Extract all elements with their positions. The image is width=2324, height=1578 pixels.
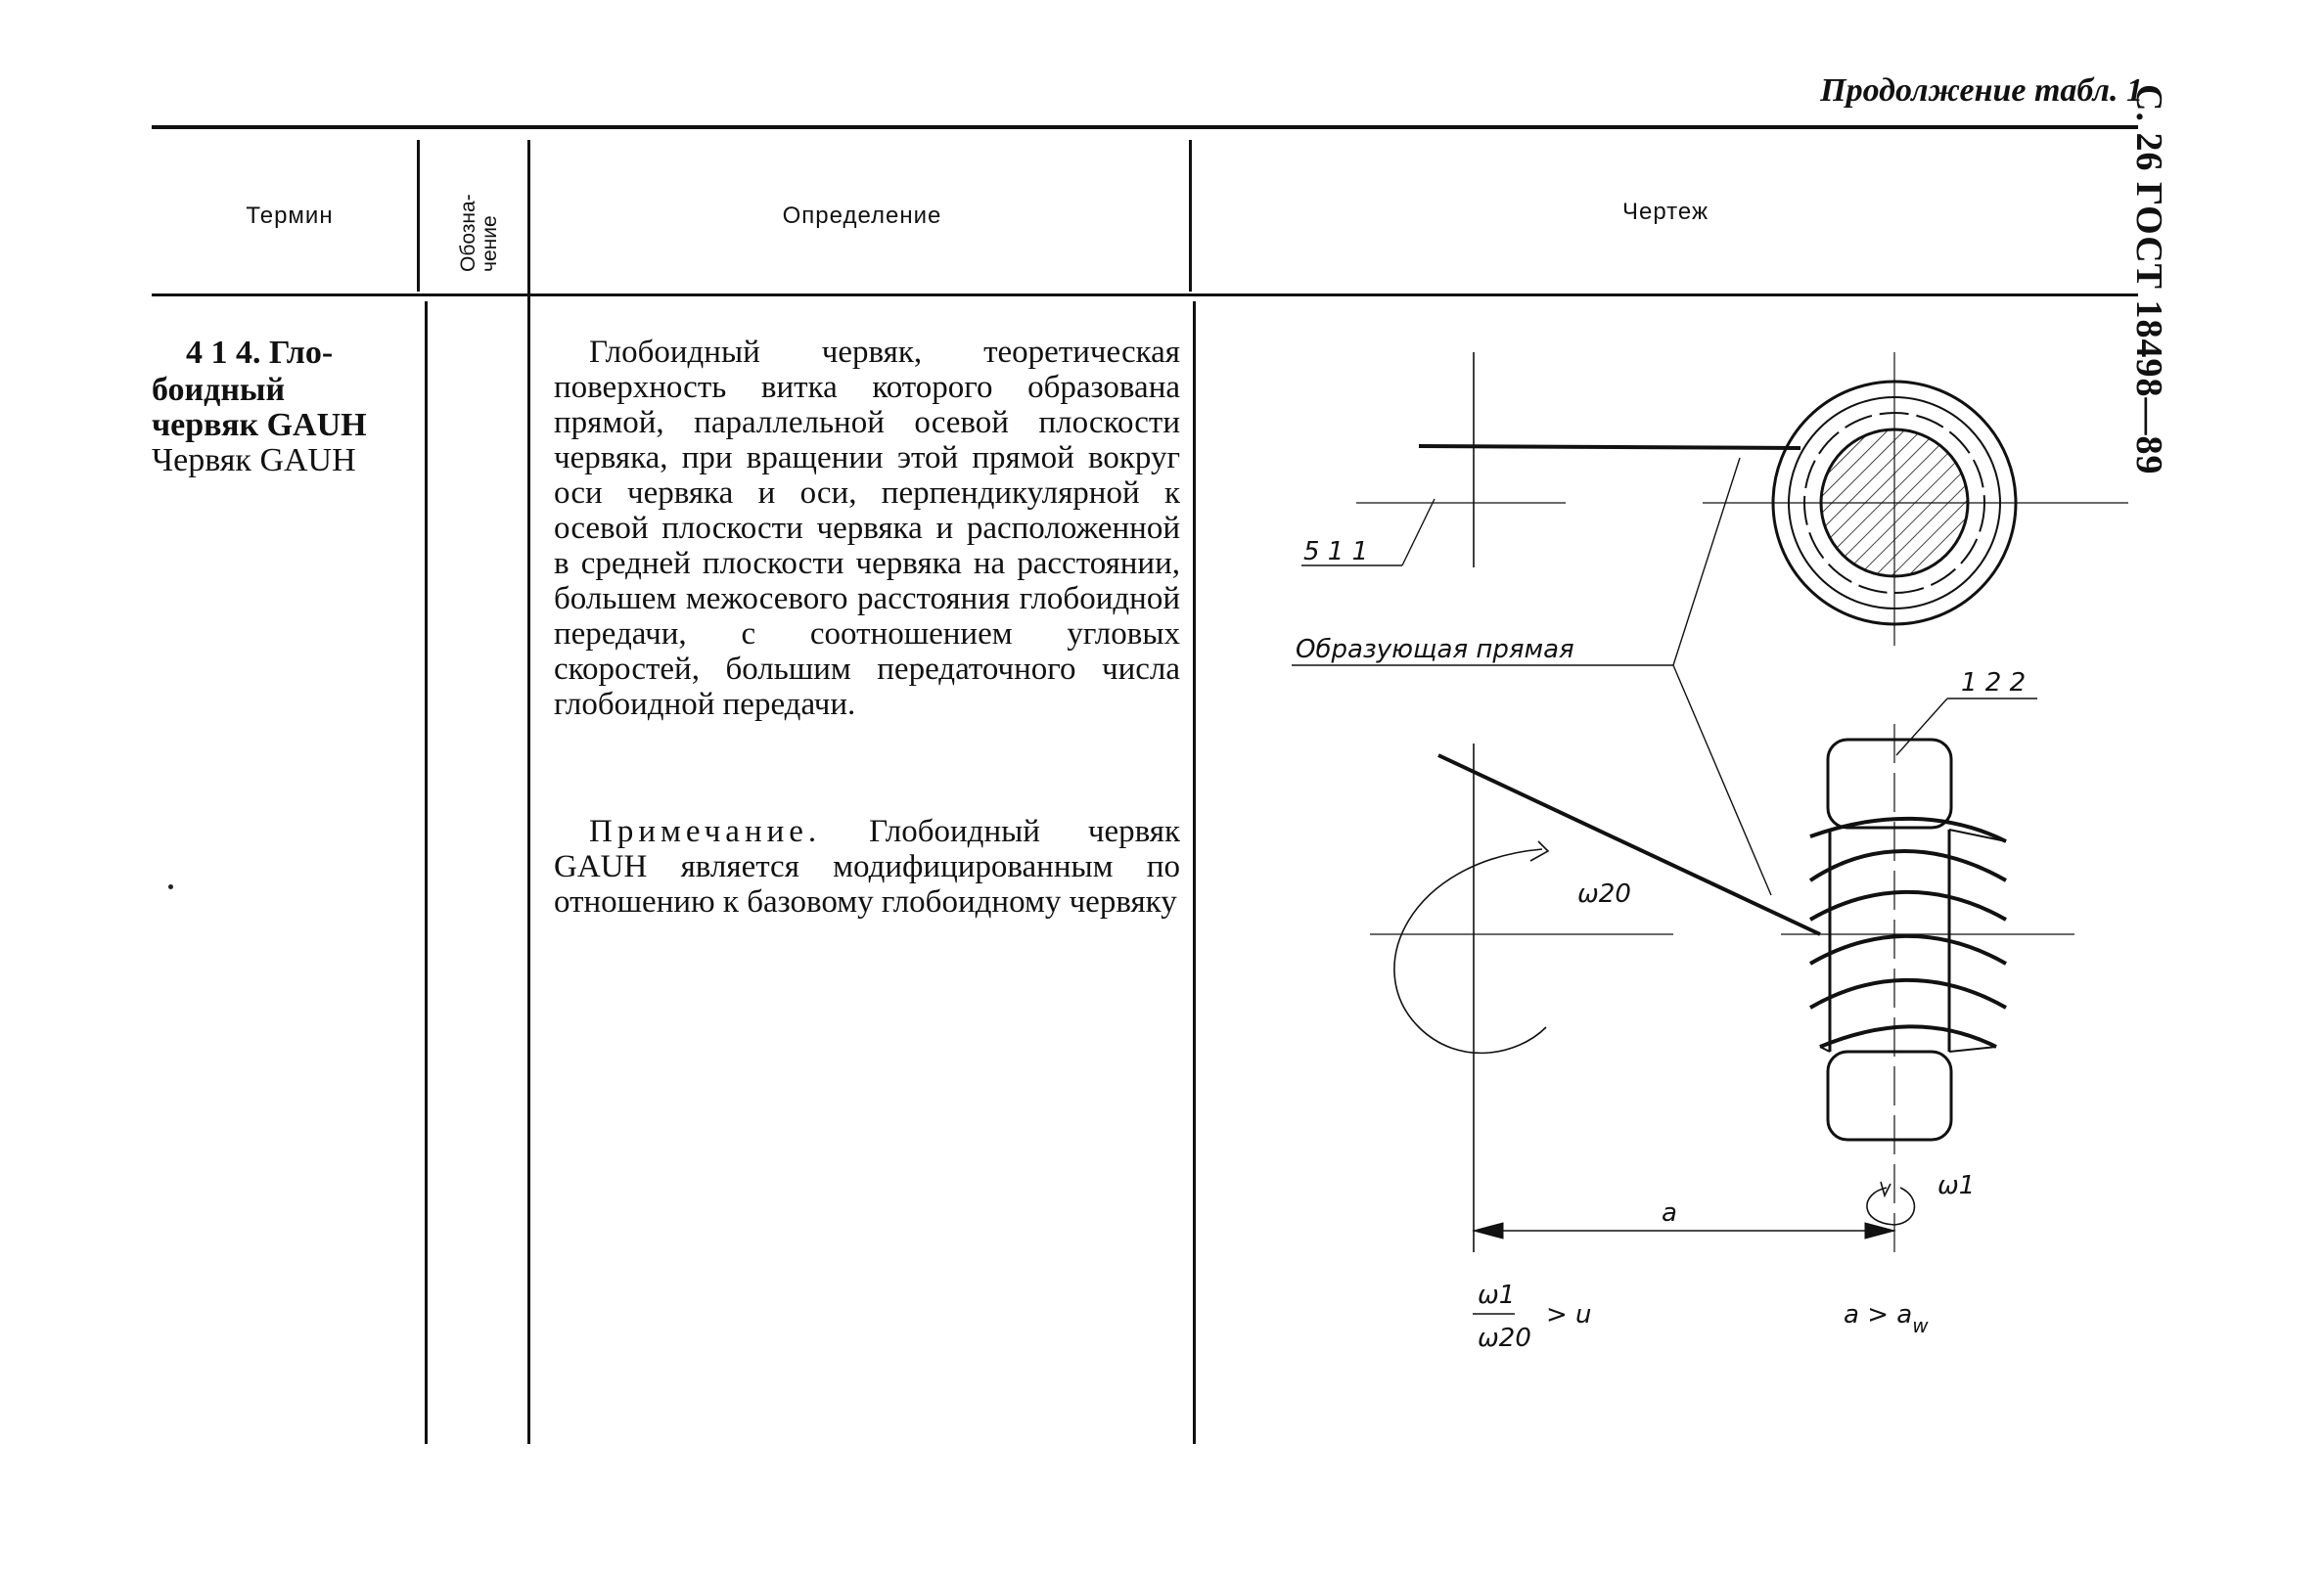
- thread-chamfer-bottom: [1819, 1046, 1997, 1053]
- col-divider-2: [527, 140, 530, 1444]
- distance-relation-main: a > a: [1844, 1300, 1912, 1330]
- thread-3: [1808, 889, 2007, 922]
- term-number-title: 4 1 4. Гло-: [186, 335, 334, 371]
- thread-4: [1808, 933, 2007, 966]
- column-header-designation: Обозна- чение: [415, 137, 526, 289]
- ratio-relation: > u: [1546, 1300, 1592, 1330]
- note-paragraph: Примечание. Глобоидный червяк GAUH являе…: [554, 814, 1180, 920]
- stray-dot: [168, 884, 173, 889]
- generating-line-top: [1418, 444, 1801, 450]
- omega20-label: ω20: [1577, 879, 1631, 909]
- omega1-rotation-arc: [1866, 1187, 1916, 1226]
- ratio-denominator: ω20: [1478, 1324, 1531, 1353]
- definition-text: Глобоидный червяк, теоретическая поверхн…: [554, 335, 1180, 722]
- ref-122-label: 1 2 2: [1961, 668, 2026, 698]
- gost-page-label: С. 26 ГОСТ 18498—89: [2128, 84, 2169, 475]
- thread-5: [1808, 977, 2007, 1010]
- distance-a-label: a: [1662, 1198, 1677, 1228]
- worm-bottom-journal: [1826, 1050, 1953, 1142]
- leader-generating-top: [1672, 457, 1741, 666]
- designation-label: Обозна- чение: [457, 194, 501, 272]
- thread-6: [1819, 1024, 1997, 1049]
- omega1-label: ω1: [1937, 1171, 1975, 1200]
- note-label: Примечание.: [589, 814, 822, 849]
- distance-relation: a > aw: [1844, 1300, 1929, 1337]
- term-line-2: червяк GAUH: [152, 407, 367, 443]
- table-top-rule: [152, 125, 2138, 129]
- worm-drawing: 5 1 1 Образующая прямая 1 2 2 ω20 ω1 a ω…: [1292, 352, 2128, 1353]
- col-divider-3b: [1193, 301, 1196, 1444]
- note-body: Глобоидный червяк GAUH является модифици…: [554, 814, 1180, 920]
- continuation-note: Продолжение табл. 1: [1820, 72, 2143, 109]
- col-divider-1b: [425, 301, 428, 1444]
- thread-1: [1809, 816, 2007, 843]
- col-divider-3: [1189, 140, 1192, 292]
- term-line-3: Червяк GAUH: [152, 442, 356, 478]
- leader-511: [1401, 498, 1435, 566]
- header-bottom-rule: [152, 293, 2138, 296]
- page-side-label: С. 26 ГОСТ 18498—89: [2128, 84, 2206, 534]
- leader-generating-bottom: [1672, 664, 1772, 896]
- distance-relation-sub: w: [1912, 1314, 1929, 1337]
- ref-511-label: 5 1 1: [1303, 537, 1368, 566]
- column-header-term: Термин: [246, 203, 334, 229]
- col-divider-1: [417, 140, 420, 292]
- ratio-numerator: ω1: [1478, 1281, 1515, 1310]
- thread-chamfer-top: [1809, 829, 2007, 842]
- dim-arrow-right: [1864, 1222, 1896, 1240]
- omega20-arrowhead: [1529, 840, 1550, 862]
- dim-arrow-left: [1472, 1222, 1504, 1240]
- leader-122: [1895, 698, 1948, 756]
- generating-line-label: Образующая прямая: [1296, 635, 1574, 664]
- column-header-definition: Определение: [782, 203, 942, 229]
- omega1-arrowhead: [1880, 1181, 1891, 1198]
- thread-2: [1808, 849, 2007, 882]
- worm-top-journal: [1826, 738, 1953, 830]
- inclined-generating-line: [1437, 753, 1821, 936]
- term-line-1: боидный: [152, 372, 286, 408]
- omega20-rotation-arc: [1393, 848, 1547, 1055]
- column-header-drawing: Чертеж: [1621, 199, 1709, 225]
